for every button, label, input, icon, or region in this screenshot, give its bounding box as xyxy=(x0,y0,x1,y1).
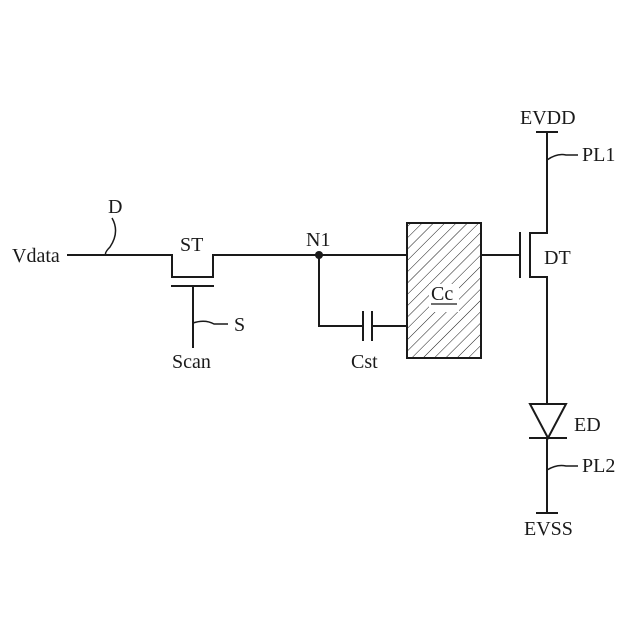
pl1-label: PL1 xyxy=(582,144,615,166)
n1-label: N1 xyxy=(306,229,330,251)
dt-label: DT xyxy=(544,247,571,269)
ed-label: ED xyxy=(574,414,601,436)
driving-transistor xyxy=(481,145,547,404)
pl2-label: PL2 xyxy=(582,455,615,477)
pl2-leader xyxy=(547,466,578,471)
evdd-label: EVDD xyxy=(520,107,576,129)
evss-label: EVSS xyxy=(524,518,573,540)
storage-capacitor xyxy=(319,255,407,340)
cc-label: Cc xyxy=(431,283,453,305)
light-emitting-diode xyxy=(530,404,566,513)
pl1-leader xyxy=(547,155,578,160)
scan-line-leader xyxy=(193,321,228,324)
data-line-leader xyxy=(106,218,116,255)
switching-transistor xyxy=(172,255,213,347)
st-label: ST xyxy=(180,234,203,256)
vdata-label: Vdata xyxy=(12,245,60,267)
s-label: S xyxy=(234,314,245,336)
scan-label: Scan xyxy=(172,351,211,373)
d-label: D xyxy=(108,196,122,218)
cst-label: Cst xyxy=(351,351,378,373)
